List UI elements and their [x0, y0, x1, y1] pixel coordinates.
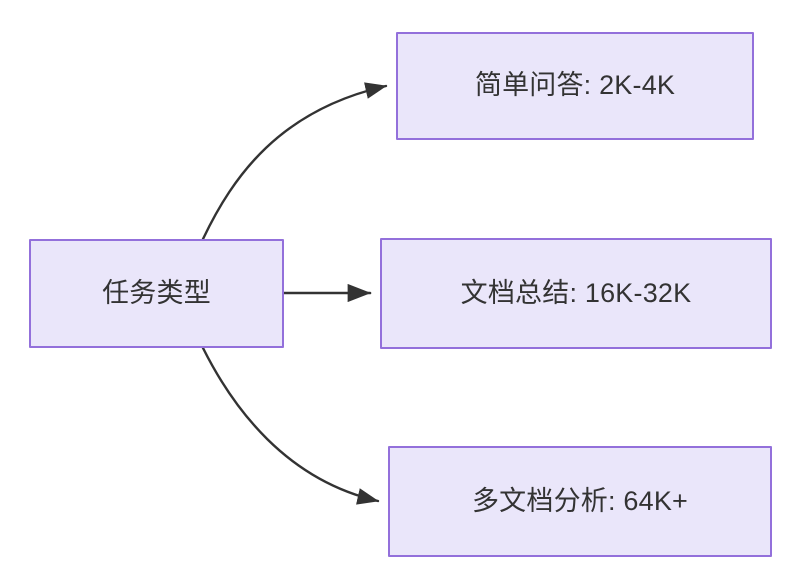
node-simple-qa[interactable]: 简单问答: 2K-4K	[396, 32, 754, 140]
node-task-type[interactable]: 任务类型	[29, 239, 284, 348]
node-document-summary-label: 文档总结: 16K-32K	[460, 277, 692, 308]
node-multi-document-analysis[interactable]: 多文档分析: 64K+	[388, 446, 772, 557]
node-task-type-label: 任务类型	[102, 277, 211, 308]
node-simple-qa-label: 简单问答: 2K-4K	[474, 70, 676, 101]
edge-root-to-qa	[201, 82, 388, 241]
node-document-summary[interactable]: 文档总结: 16K-32K	[380, 238, 772, 349]
node-multi-document-analysis-label: 多文档分析: 64K+	[471, 485, 688, 516]
edge-root-to-multi	[201, 346, 380, 505]
